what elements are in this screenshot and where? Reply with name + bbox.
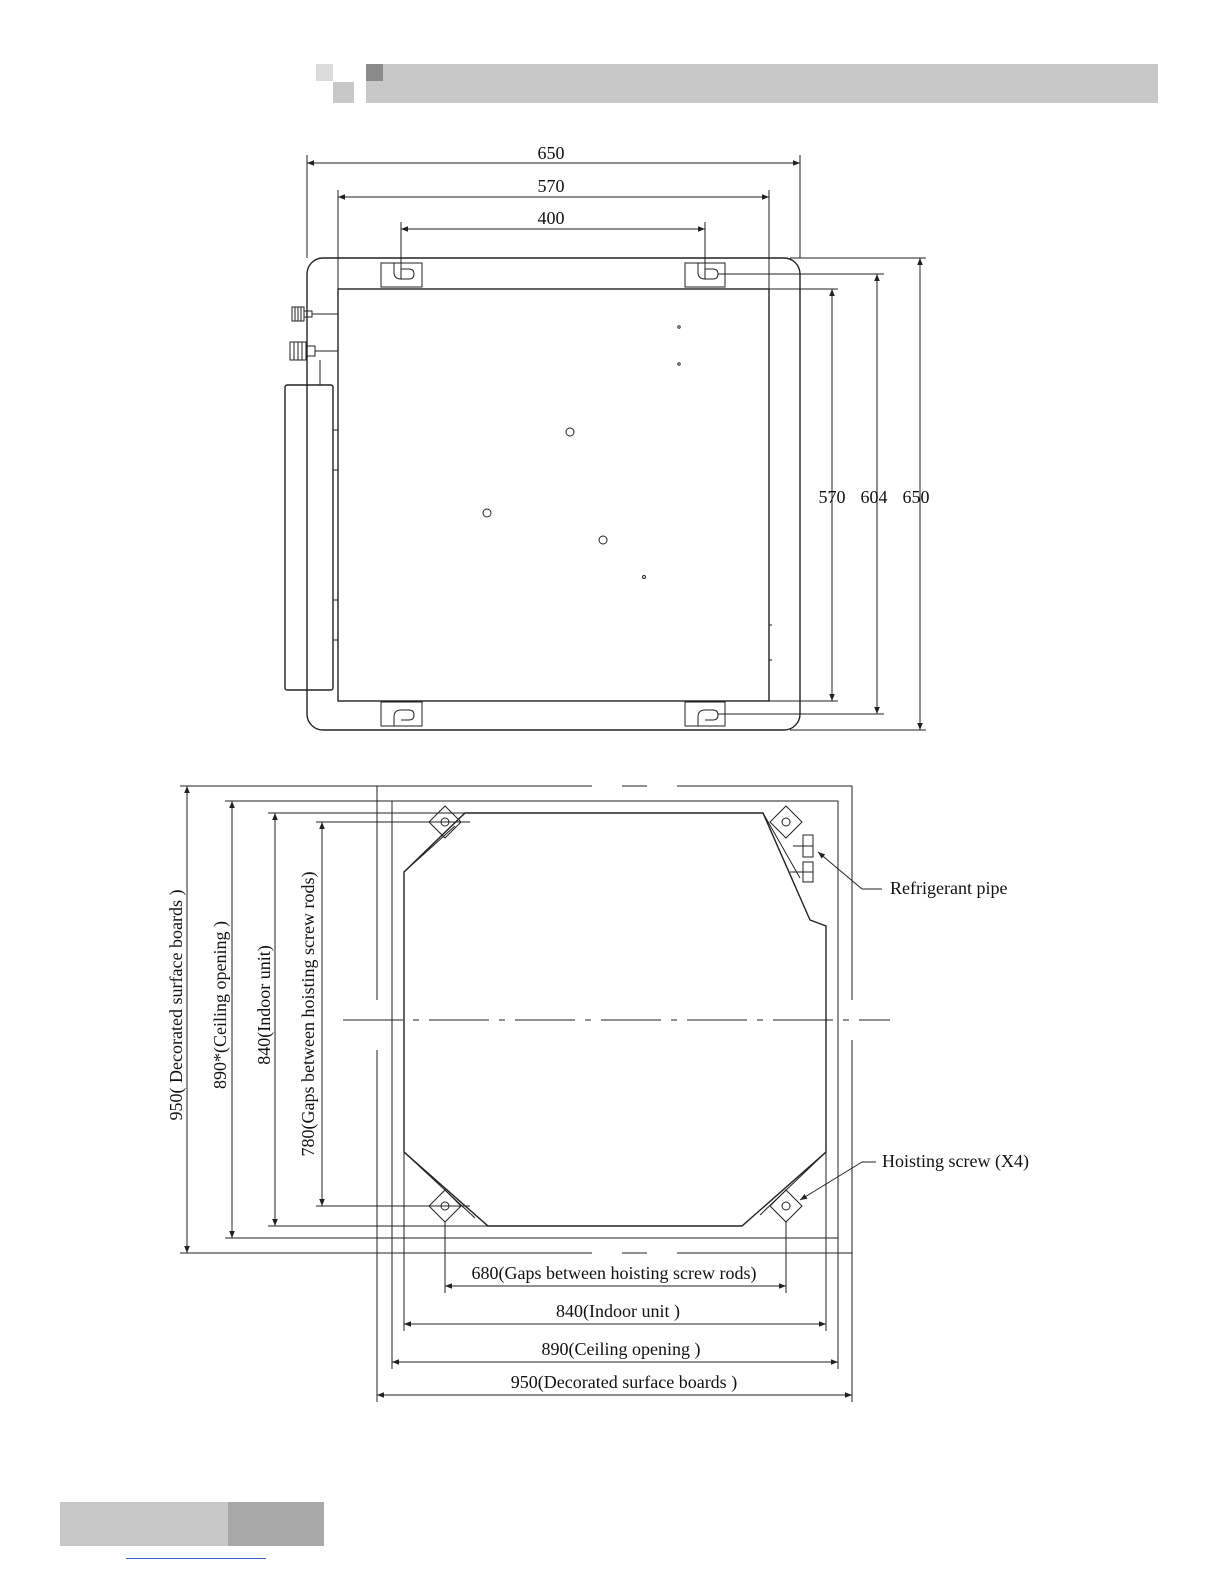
- callout-refrigerant-pipe: Refrigerant pipe: [890, 878, 1007, 898]
- dim-width-inner: 570: [538, 176, 565, 196]
- h-dim-gaps: 680(Gaps between hoisting screw rods): [472, 1263, 757, 1284]
- pipe-connector-large: [290, 342, 338, 360]
- hanger-bracket-bottom-left: [381, 702, 422, 726]
- dim-height-outer: 650: [903, 487, 930, 507]
- callout-hoisting-screw: Hoisting screw (X4): [882, 1151, 1029, 1172]
- hoisting-screw-bottom-right: [770, 1190, 802, 1222]
- v-dim-gaps: 780(Gaps between hoisting screw rods): [298, 872, 319, 1157]
- electric-box: [285, 385, 333, 690]
- bottom-view: 950( Decorated surface boards ) 890*(Cei…: [166, 786, 1029, 1402]
- h-dim-decorated: 950(Decorated surface boards ): [511, 1372, 737, 1393]
- dim-width-outer: 650: [538, 143, 565, 163]
- pipe-connector-small: [292, 307, 338, 321]
- refrigerant-pipe-stubs: [790, 835, 813, 882]
- dim-height-inner: 570: [819, 487, 846, 507]
- h-dim-indoor: 840(Indoor unit ): [556, 1301, 680, 1322]
- v-dim-ceiling: 890*(Ceiling opening ): [210, 921, 231, 1089]
- h-dim-ceiling: 890(Ceiling opening ): [542, 1339, 701, 1360]
- unit-inner-panel: [338, 289, 769, 701]
- dim-height-mid: 604: [861, 487, 888, 507]
- footer-link-underline: [126, 1558, 266, 1559]
- v-dim-indoor: 840(Indoor unit): [254, 945, 275, 1064]
- footer-block-dark: [228, 1502, 324, 1546]
- unit-outer-body: [307, 258, 800, 730]
- dim-hanger-span: 400: [538, 208, 565, 228]
- top-view: 650 570 400 570 604 650: [285, 143, 930, 730]
- footer-block-light: [60, 1502, 228, 1546]
- v-dim-decorated: 950( Decorated surface boards ): [166, 890, 187, 1121]
